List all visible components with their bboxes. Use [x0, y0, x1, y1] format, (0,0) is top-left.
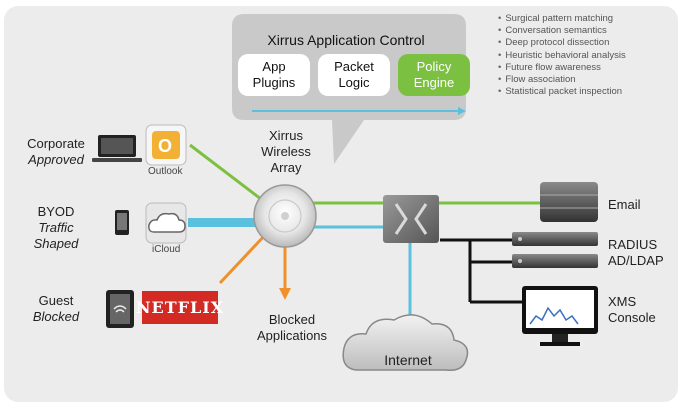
byod-title: BYOD	[37, 204, 75, 219]
blocked-arrow-head	[279, 288, 291, 300]
blocked-applications-label: Blocked Applications	[256, 312, 328, 343]
internet-cloud-icon	[342, 314, 469, 372]
control-title: Xirrus Application Control	[267, 32, 425, 48]
guest-status: Blocked	[32, 309, 80, 324]
link-byod	[188, 218, 258, 227]
outlook-label: Outlook	[148, 166, 183, 177]
control-arrow-head	[458, 107, 466, 115]
feature-item: Statistical packet inspection	[498, 86, 626, 98]
phone-icon	[115, 210, 129, 235]
email-label: Email	[608, 197, 641, 212]
icloud-label: iCloud	[152, 244, 181, 255]
switch-icon	[383, 195, 439, 243]
corporate-title: Corporate	[27, 136, 85, 151]
email-server-icon	[540, 182, 598, 222]
feature-item: Future flow awareness	[498, 62, 626, 74]
feature-item: Surgical pattern matching	[498, 13, 626, 25]
outlook-icon: O	[145, 124, 187, 166]
feature-item: Flow association	[498, 74, 626, 86]
internet-label: Internet	[384, 352, 432, 368]
guest-title: Guest	[38, 293, 74, 308]
xms-console-icon	[522, 286, 598, 346]
icloud-icon	[145, 202, 187, 244]
feature-item: Deep protocol dissection	[498, 37, 626, 49]
corporate-label: Corporate Approved	[14, 136, 98, 168]
guest-label: Guest Blocked	[14, 293, 98, 325]
app-plugins-button[interactable]: App Plugins	[238, 54, 310, 96]
tablet-icon	[106, 290, 134, 328]
wireless-array-label: Xirrus Wireless Array	[261, 128, 311, 175]
radius-label: RADIUS AD/LDAP	[608, 237, 664, 268]
laptop-icon	[92, 135, 142, 162]
svg-text:O: O	[158, 136, 172, 156]
feature-item: Heuristic behavioral analysis	[498, 50, 625, 62]
feature-list: Surgical pattern matching Conversation s…	[498, 13, 626, 98]
radius-server-icon	[512, 232, 598, 268]
feature-item: Conversation semantics	[498, 25, 626, 37]
byod-status: Traffic Shaped	[33, 220, 79, 251]
xms-console-label: XMS Console	[608, 294, 656, 325]
netflix-logo	[142, 291, 218, 324]
packet-logic-button[interactable]: Packet Logic	[318, 54, 390, 96]
policy-engine-button[interactable]: Policy Engine	[398, 54, 470, 96]
link-guest	[218, 232, 268, 285]
netflix-text: NETFLIX	[135, 298, 225, 317]
byod-label: BYOD Traffic Shaped	[14, 204, 98, 252]
corporate-status: Approved	[28, 152, 84, 167]
